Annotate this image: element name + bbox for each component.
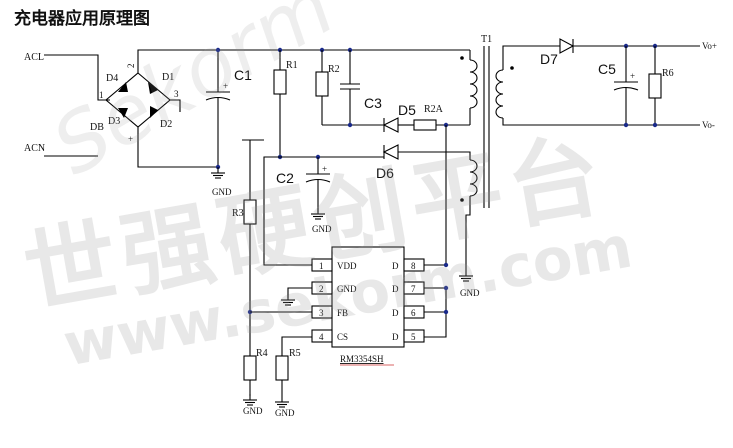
d4-diode xyxy=(118,82,128,92)
c2-capacitor: + C2 GND xyxy=(276,157,332,234)
r2-resistor: R2 xyxy=(315,50,340,125)
r4-label: R4 xyxy=(256,348,268,359)
gnd-label-c2: GND xyxy=(312,224,332,234)
r3-resistor: R3 xyxy=(232,139,264,356)
ic-part-number: RM3354SH xyxy=(340,354,384,364)
acl-label: ACL xyxy=(24,52,44,63)
r4-resistor: R4 GND xyxy=(242,348,268,416)
c3-label: C3 xyxy=(364,95,382,111)
ic-pin8-name: D xyxy=(392,261,399,271)
ic-pin2-num: 2 xyxy=(319,284,324,294)
r6-resistor: R6 xyxy=(648,46,674,128)
ic-pin1-num: 1 xyxy=(319,261,324,271)
c2-plus: + xyxy=(322,164,327,174)
r2a-label: R2A xyxy=(424,104,444,115)
ic-pin3-name: FB xyxy=(337,308,348,318)
d2-diode xyxy=(150,106,158,118)
d5-diode: D5 xyxy=(382,102,416,133)
ic-pin8-num: 8 xyxy=(411,261,416,271)
c3-capacitor: C3 xyxy=(340,50,382,125)
vo-plus-label: Vo+ xyxy=(702,41,717,51)
ic-pin4-name: CS xyxy=(337,332,348,342)
ic-pin1-name: VDD xyxy=(337,261,357,271)
c1-label: C1 xyxy=(234,67,252,83)
ac-input: ACL ACN xyxy=(24,52,110,157)
bridge-rectifier: D4 D1 D3 D2 DB 1 2 3 + xyxy=(90,49,218,168)
r5-resistor: R5 GND xyxy=(274,336,312,418)
d7-diode: D7 xyxy=(540,38,700,67)
c2-label: C2 xyxy=(276,170,294,186)
acn-label: ACN xyxy=(24,143,45,154)
t1-label: T1 xyxy=(481,34,492,45)
c1-plus: + xyxy=(223,81,228,91)
bridge-pin4: + xyxy=(128,134,133,144)
r5-label: R5 xyxy=(289,348,301,359)
vo-minus-label: Vo- xyxy=(702,120,715,130)
bridge-pin1: 1 xyxy=(99,90,104,100)
gnd-label-aux: GND xyxy=(460,288,480,298)
r2-label: R2 xyxy=(328,64,340,75)
r6-label: R6 xyxy=(662,68,674,79)
c5-capacitor: + C5 xyxy=(598,46,639,128)
r1-resistor: R1 xyxy=(273,50,298,160)
ic-pin3-num: 3 xyxy=(319,308,324,318)
c5-plus: + xyxy=(630,71,635,81)
ic-pin7-num: 7 xyxy=(411,284,416,294)
drain-bus xyxy=(424,125,449,338)
bridge-pin2: 2 xyxy=(126,64,136,69)
d6-label: D6 xyxy=(376,165,394,181)
c5-label: C5 xyxy=(598,61,616,77)
r3-label: R3 xyxy=(232,208,244,219)
ic-pin6-num: 6 xyxy=(411,308,416,318)
ic-pin5-num: 5 xyxy=(411,332,416,342)
gnd-label-r5: GND xyxy=(275,408,295,418)
d5-label: D5 xyxy=(398,102,416,118)
ic-pin2-name: GND xyxy=(337,284,357,294)
db-label: DB xyxy=(90,122,104,133)
t1-transformer: T1 GND xyxy=(427,34,700,298)
bridge-pin3: 3 xyxy=(174,89,179,99)
ic-pin7-name: D xyxy=(392,284,399,294)
d3-label: D3 xyxy=(108,116,120,127)
d4-label: D4 xyxy=(106,73,118,84)
ic-pin5-name: D xyxy=(392,332,399,342)
r1-label: R1 xyxy=(286,60,298,71)
r2a-resistor: R2A xyxy=(413,104,470,131)
ic-pin4-num: 4 xyxy=(319,332,324,342)
diagram-title: 充电器应用原理图 xyxy=(14,9,150,29)
d7-label: D7 xyxy=(540,51,558,67)
ic-pin6-name: D xyxy=(392,308,399,318)
d2-label: D2 xyxy=(160,119,172,130)
gnd-label-r4: GND xyxy=(243,406,263,416)
c1-capacitor: + C1 GND xyxy=(205,50,252,197)
d6-diode: D6 xyxy=(280,144,427,181)
d3-diode xyxy=(118,108,128,118)
gnd-label-c1: GND xyxy=(212,187,232,197)
d1-label: D1 xyxy=(162,72,174,83)
d1-diode xyxy=(148,82,158,94)
ic-rm3354sh: 1 2 3 4 VDD GND FB CS 8 7 6 5 D D D D RM… xyxy=(311,246,425,366)
hv-rail xyxy=(215,47,470,53)
